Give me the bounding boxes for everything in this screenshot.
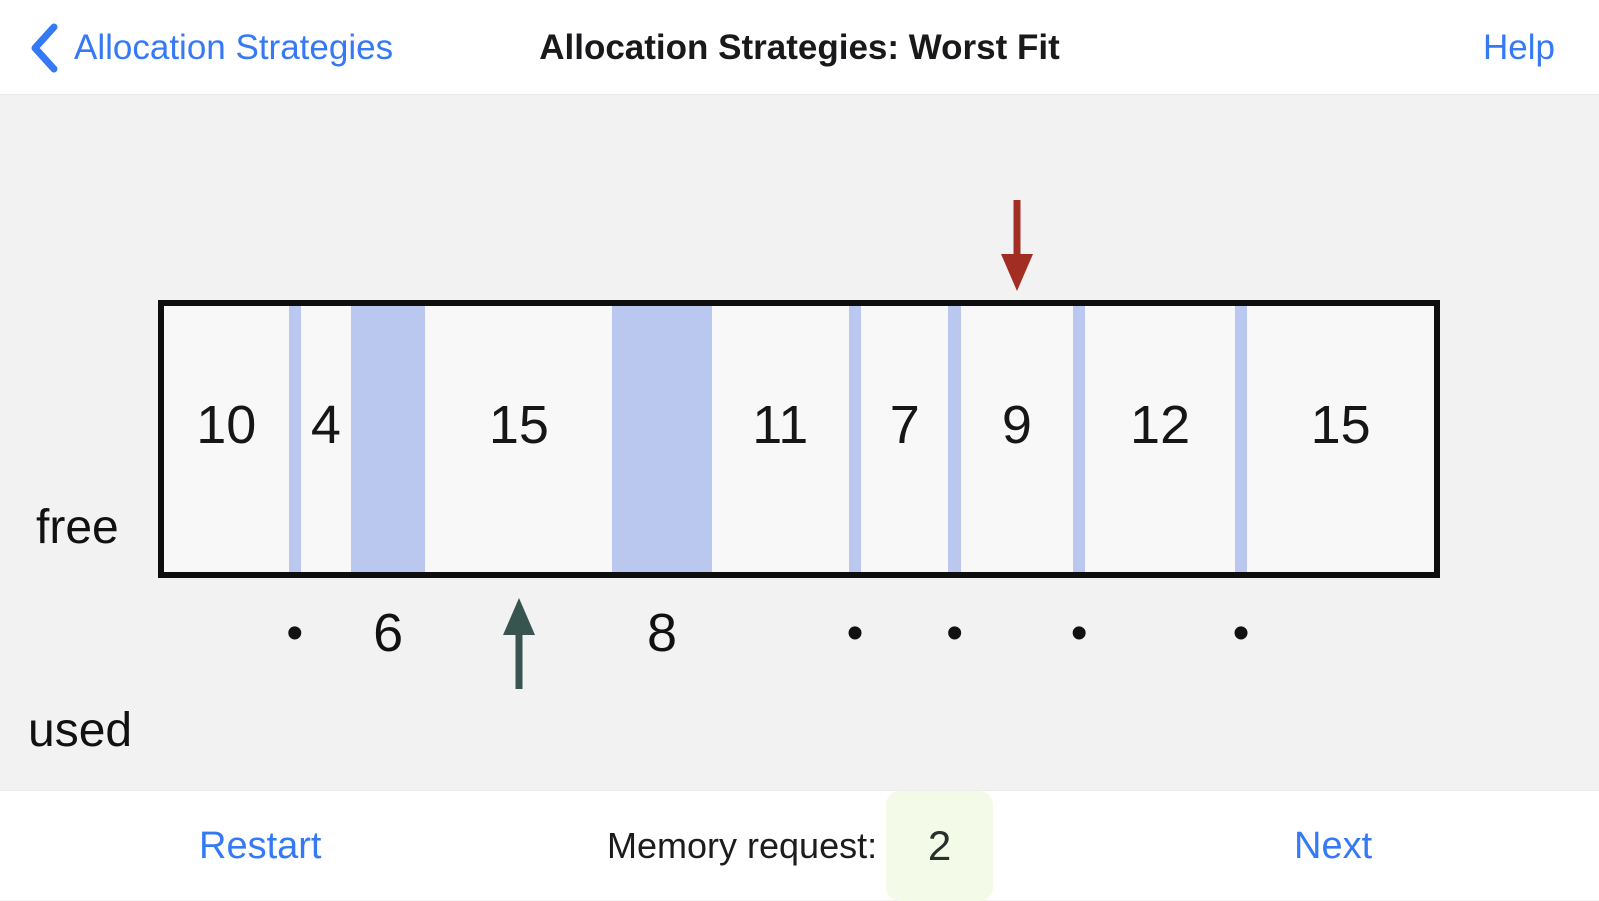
free-block-size: 12: [1130, 395, 1191, 455]
used-block: [1072, 306, 1086, 572]
used-row-spacer: [301, 578, 351, 688]
used-block-size: •: [846, 606, 864, 660]
scan-pointer-arrow: [997, 198, 1037, 293]
memory-request-label: Memory request:: [607, 825, 878, 866]
diagram-area: free used 10 4 15 11 7 9 12 15 • 6 8 • • • •: [0, 95, 1599, 790]
used-row-spacer: [712, 578, 849, 688]
used-block-size: 6: [373, 603, 404, 663]
free-block-size: 9: [1001, 395, 1032, 455]
free-block-size: 15: [1310, 395, 1371, 455]
free-block: 12: [1085, 306, 1234, 572]
free-row-label: free: [36, 501, 119, 554]
free-block: 11: [712, 306, 849, 572]
used-sizes-row: • 6 8 • • • •: [164, 578, 1434, 688]
used-block-size: •: [1232, 606, 1250, 660]
restart-button[interactable]: Restart: [199, 824, 322, 867]
used-row-spacer: [861, 578, 948, 688]
free-block-size: 4: [310, 395, 341, 455]
used-block-size: •: [1070, 606, 1088, 660]
used-block-size: •: [946, 606, 964, 660]
back-button-label: Allocation Strategies: [74, 27, 394, 67]
used-block: [612, 306, 712, 572]
bottom-bar: Restart Memory request: 2 Next: [0, 790, 1599, 901]
used-block: [288, 306, 301, 572]
free-block-size: 10: [196, 395, 257, 455]
free-block: 4: [301, 306, 351, 572]
used-block-size: 8: [647, 603, 678, 663]
free-block: 7: [861, 306, 948, 572]
help-button[interactable]: Help: [1483, 27, 1555, 67]
free-block-size: 11: [752, 395, 809, 455]
used-block: [848, 306, 862, 572]
back-chevron-icon: [30, 23, 58, 73]
used-block-size: •: [286, 606, 304, 660]
worst-so-far-arrow: [499, 596, 539, 691]
free-block: 9: [961, 306, 1073, 572]
used-block: [948, 306, 961, 572]
used-row-label: used: [28, 704, 133, 757]
nav-bar: Allocation Strategies Allocation Strateg…: [0, 0, 1599, 95]
used-row-spacer: [961, 578, 1073, 688]
back-button[interactable]: Allocation Strategies: [30, 0, 393, 95]
used-row-spacer: [1085, 578, 1234, 688]
used-block: [1234, 306, 1248, 572]
free-block: 15: [1247, 306, 1434, 572]
memory-box: 10 4 15 11 7 9 12 15: [158, 300, 1440, 578]
free-block: 10: [164, 306, 289, 572]
page-title: Allocation Strategies: Worst Fit: [539, 27, 1060, 67]
used-row-spacer: [1247, 578, 1434, 688]
used-row-spacer: [164, 578, 289, 688]
free-block-size: 15: [488, 395, 549, 455]
next-button[interactable]: Next: [1294, 824, 1373, 867]
free-block: 15: [425, 306, 612, 572]
free-block-size: 7: [889, 395, 920, 455]
memory-request-input[interactable]: 2: [886, 791, 993, 901]
used-block: [350, 306, 426, 572]
